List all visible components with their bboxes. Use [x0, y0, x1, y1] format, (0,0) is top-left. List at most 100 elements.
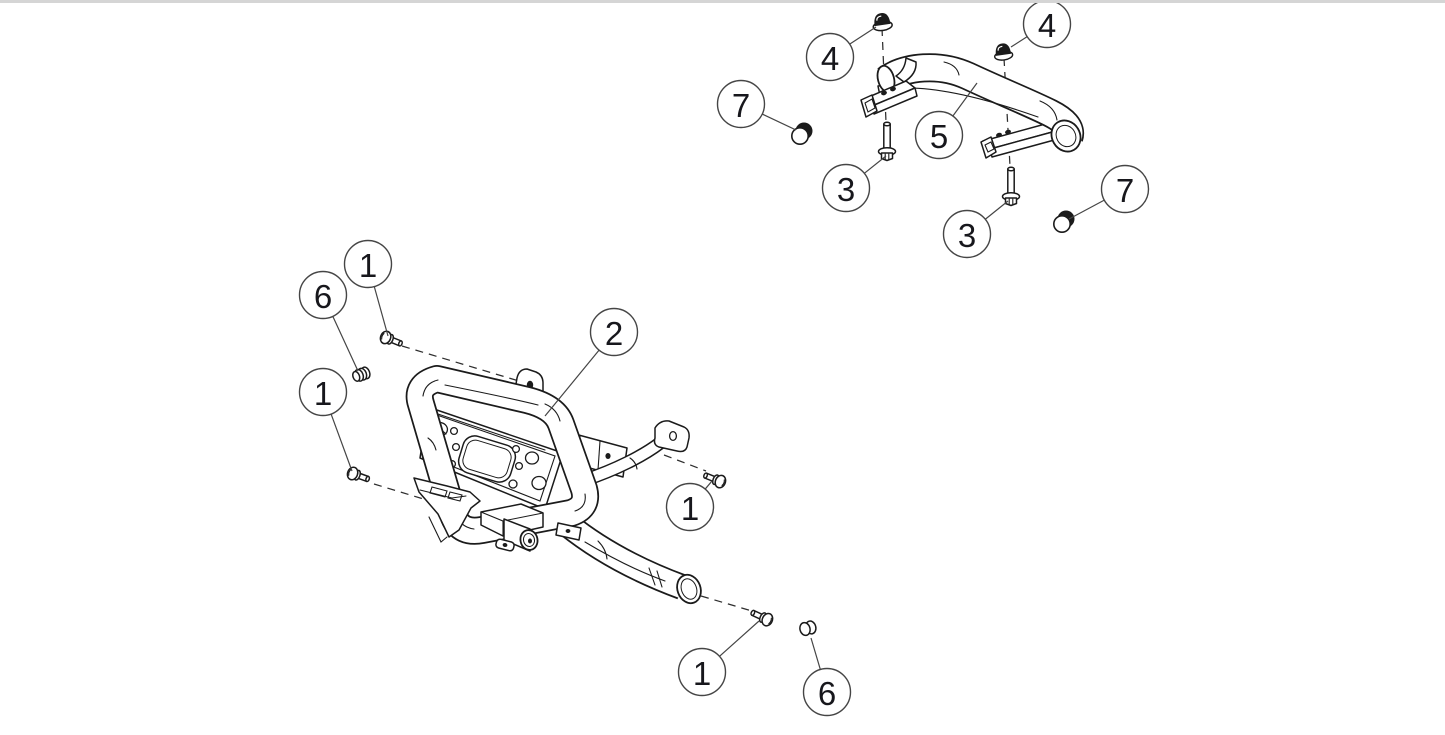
part-3-bolt: [877, 121, 897, 162]
plate-hole: [524, 451, 540, 465]
bracket-hole: [996, 132, 1002, 138]
callout-leader-line: [863, 155, 887, 174]
part-5-tube: [876, 53, 1085, 153]
fin-slot: [429, 486, 448, 498]
callout-leader-line: [704, 480, 713, 490]
plate-hole: [449, 426, 459, 436]
callout-leader-line: [761, 113, 797, 131]
callout-bubble[interactable]: [677, 647, 727, 697]
cylinder-center-hole: [528, 538, 532, 544]
bolt-head-highlight: [721, 479, 725, 487]
hoop-corner-highlight: [422, 379, 439, 397]
callout-number: 6: [314, 278, 332, 315]
part-6-plug: [352, 366, 371, 382]
callout-6[interactable]: 6: [802, 637, 852, 717]
clip-hole: [502, 542, 508, 548]
grille-guard-assembly: [405, 365, 702, 605]
axis-dashed-line: [700, 595, 753, 612]
bracket-end-inner: [864, 98, 876, 113]
callout-leader-line: [544, 349, 600, 417]
fin-back-edge: [428, 516, 448, 543]
callout-number: 1: [693, 655, 711, 692]
hoop-corner-highlight: [544, 403, 561, 422]
leg-open-end: [676, 573, 702, 605]
nut-dome: [874, 13, 891, 27]
plug-cap: [799, 621, 811, 637]
callout-bubble[interactable]: [821, 163, 871, 213]
bolt-head-highlight: [768, 617, 772, 625]
callout-bubble[interactable]: [805, 32, 855, 82]
bolt-shaft-top: [1007, 166, 1015, 172]
callout-bubble[interactable]: [298, 270, 348, 320]
callout-1[interactable]: 1: [343, 239, 393, 337]
part-1-bolt: [346, 466, 371, 483]
callout-leader-line: [849, 26, 877, 45]
tube-bend-highlight: [943, 61, 960, 76]
hoop-shading-line: [427, 437, 437, 451]
cylinder-end-inner: [522, 533, 536, 547]
nut-highlight: [876, 15, 882, 21]
bracket-hole: [1005, 129, 1011, 135]
callout-number: 4: [821, 40, 839, 77]
hoop-corner-highlight: [574, 493, 586, 512]
leg-shading-line: [584, 541, 666, 582]
part-1-bolt: [703, 472, 727, 489]
axis-dashed-line: [373, 483, 431, 502]
callout-bubble[interactable]: [298, 367, 348, 417]
callout-3[interactable]: 3: [942, 200, 1009, 259]
callout-2[interactable]: 2: [544, 307, 639, 417]
bracket-hole: [881, 90, 887, 96]
tube-wall-inner: [1055, 124, 1077, 148]
callout-1[interactable]: 1: [298, 367, 353, 472]
callout-4[interactable]: 4: [1010, 0, 1072, 49]
lower-cross-bracket: [480, 503, 582, 552]
callout-number: 1: [681, 490, 699, 527]
callout-leader-line: [1010, 36, 1028, 48]
part-3-bolt: [1001, 166, 1021, 207]
callout-bubble[interactable]: [802, 667, 852, 717]
leg-collar-line: [656, 570, 663, 588]
callout-7[interactable]: 7: [1068, 164, 1150, 220]
fin-slot: [447, 491, 463, 502]
part-7-cap: [1053, 210, 1075, 233]
callout-1[interactable]: 1: [677, 620, 760, 697]
callout-number: 4: [1038, 7, 1056, 44]
callout-7[interactable]: 7: [716, 79, 797, 131]
plate-center-opening: [457, 435, 517, 483]
bolt-shaft: [1007, 168, 1015, 197]
callout-bubble[interactable]: [716, 79, 766, 129]
bracket-end-face: [980, 136, 997, 159]
callout-bubble[interactable]: [914, 110, 964, 160]
cap-face: [791, 127, 809, 145]
guard-hoop-tube: [405, 365, 600, 545]
callout-number: 5: [930, 118, 948, 155]
axis-dashed-line: [663, 454, 707, 472]
bolt-tip: [397, 340, 403, 347]
callout-5[interactable]: 5: [914, 82, 978, 160]
callout-bubble[interactable]: [589, 307, 639, 357]
tube-bend-highlight: [1039, 100, 1058, 121]
callout-bubble[interactable]: [665, 482, 715, 532]
part-6-plug: [799, 620, 817, 637]
bolt-head-highlight: [348, 469, 352, 476]
part-1-bolt: [750, 609, 774, 627]
cap-face: [1053, 215, 1071, 233]
plate-hole: [511, 444, 521, 454]
callout-6[interactable]: 6: [298, 270, 359, 372]
window-top-border: [0, 0, 1445, 3]
callout-1[interactable]: 1: [665, 480, 715, 532]
callout-leader-line: [373, 286, 389, 337]
bolt-shaft: [883, 123, 891, 152]
callout-bubble[interactable]: [942, 209, 992, 259]
bracket-end-inner: [984, 141, 995, 153]
callout-number: 2: [605, 315, 623, 352]
callout-leader-line: [810, 637, 821, 670]
callout-number: 3: [958, 217, 976, 254]
callout-number: 1: [314, 375, 332, 412]
leg-wall-inner: [680, 578, 698, 600]
callout-3[interactable]: 3: [821, 155, 887, 213]
callout-4[interactable]: 4: [805, 26, 877, 82]
plate-hole: [451, 442, 461, 452]
callout-bubble[interactable]: [1100, 164, 1150, 214]
callout-bubble[interactable]: [343, 239, 393, 289]
